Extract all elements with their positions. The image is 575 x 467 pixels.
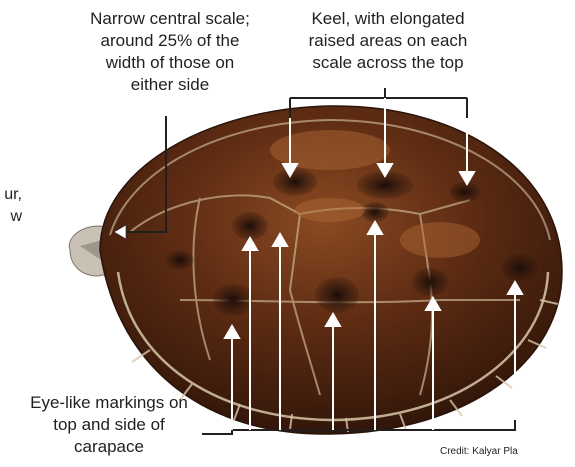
cut-off-label: ur, w [0,184,22,228]
carapace [100,106,562,434]
central-scale-label: Narrow central scale; around 25% of the … [50,8,290,96]
keel-label: Keel, with elongated raised areas on eac… [268,8,508,74]
eye-markings-label: Eye-like markings on top and side of car… [0,392,218,458]
photo-credit: Credit: Kalyar Pla [440,446,518,457]
